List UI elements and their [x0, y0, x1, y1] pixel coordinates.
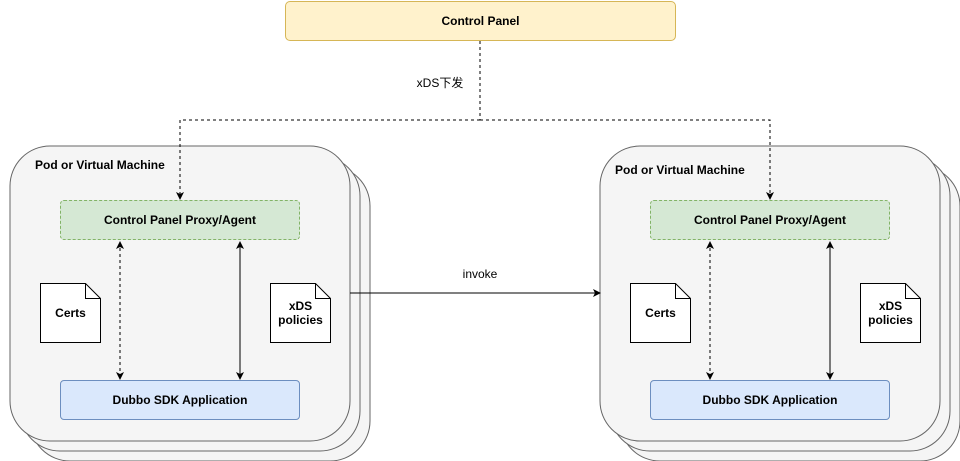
right-sdk-node[interactable]: Dubbo SDK Application	[650, 380, 890, 420]
left-proxy-label: Control Panel Proxy/Agent	[103, 213, 257, 227]
left-certs-label: Certs	[55, 306, 86, 320]
left-proxy-node[interactable]: Control Panel Proxy/Agent	[60, 200, 300, 240]
xds-distribution-edges	[176, 41, 774, 200]
left-certs-doc[interactable]: Certs	[40, 283, 101, 343]
xds-edge-label: xDS下发	[405, 74, 475, 90]
document-icon	[630, 283, 691, 343]
right-certs-doc[interactable]: Certs	[630, 283, 691, 343]
right-certs-label: Certs	[645, 306, 676, 320]
right-xds-policies-label: xDS policies	[868, 299, 913, 327]
left-xds-policies-doc[interactable]: xDS policies	[270, 283, 331, 343]
right-proxy-label: Control Panel Proxy/Agent	[693, 213, 847, 227]
left-pod-title: Pod or Virtual Machine	[35, 158, 165, 172]
right-proxy-node[interactable]: Control Panel Proxy/Agent	[650, 200, 890, 240]
right-sdk-label: Dubbo SDK Application	[702, 393, 838, 407]
document-icon	[40, 283, 101, 343]
left-sdk-label: Dubbo SDK Application	[112, 393, 248, 407]
right-xds-policies-doc[interactable]: xDS policies	[860, 283, 921, 343]
control-panel-label: Control Panel	[441, 14, 520, 28]
control-panel-node[interactable]: Control Panel	[285, 1, 676, 41]
document-icon	[270, 283, 331, 343]
left-sdk-node[interactable]: Dubbo SDK Application	[60, 380, 300, 420]
left-xds-policies-label: xDS policies	[278, 299, 323, 327]
document-icon	[860, 283, 921, 343]
right-pod-title: Pod or Virtual Machine	[615, 163, 745, 177]
invoke-edge-label: invoke	[462, 267, 498, 281]
